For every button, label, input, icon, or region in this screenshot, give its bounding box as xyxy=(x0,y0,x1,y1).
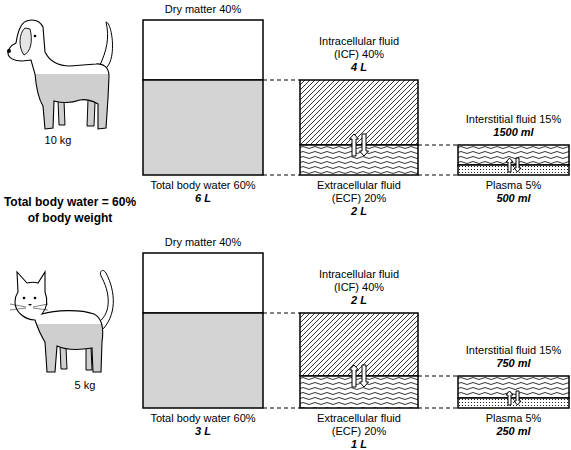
band-caption: Extracellular fluid (ECF) 20%2 L xyxy=(309,179,409,218)
dog-illustration xyxy=(7,20,113,129)
body-water-band: Total body water 60%6 L xyxy=(143,80,263,175)
band-fill xyxy=(300,313,418,376)
compartment-label: Interstitial fluid 15% xyxy=(458,113,570,126)
band-outline xyxy=(458,145,569,165)
body-water-band: Total body water 60%3 L xyxy=(143,313,263,408)
band-fill xyxy=(143,313,263,408)
volume-value: 4 L xyxy=(309,61,409,74)
compartment-label: Extracellular fluid (ECF) 20% xyxy=(309,412,409,438)
compartment-label: Dry matter 40% xyxy=(123,3,283,16)
dashed-guide xyxy=(418,145,458,146)
volume-value: 1 L xyxy=(309,438,409,450)
dashed-guide xyxy=(263,313,300,314)
plasma-band: Plasma 5%250 ml xyxy=(458,398,569,408)
band-outline xyxy=(458,165,569,175)
volume-value: 750 ml xyxy=(458,357,570,370)
band-outline xyxy=(458,376,569,398)
body-water-rule: Total body water = 60% of body weight xyxy=(2,194,138,226)
band-outline xyxy=(300,313,418,376)
compartment-label: Total body water 60% xyxy=(123,412,283,425)
band-outline xyxy=(143,20,263,80)
band-caption: Total body water 60%6 L xyxy=(123,179,283,205)
interstitial-band: Interstitial fluid 15%750 ml xyxy=(458,376,569,398)
volume-value: 250 ml xyxy=(458,425,570,438)
band-outline xyxy=(300,376,418,408)
intracellular-band: Intracellular fluid (ICF) 40%4 L xyxy=(300,80,418,145)
band-outline xyxy=(300,145,418,175)
compartment-label: Intracellular fluid (ICF) 40% xyxy=(309,268,409,294)
band-fill xyxy=(143,253,263,313)
intracellular-band: Intracellular fluid (ICF) 40%2 L xyxy=(300,313,418,376)
compartment-label: Total body water 60% xyxy=(123,179,283,192)
band-caption: Dry matter 40% xyxy=(123,236,283,249)
interstitial-band: Interstitial fluid 15%1500 ml xyxy=(458,145,569,165)
band-caption: Plasma 5%500 ml xyxy=(458,179,570,205)
band-caption: Dry matter 40% xyxy=(123,3,283,16)
extracellular-band: Extracellular fluid (ECF) 20%1 L xyxy=(300,376,418,408)
band-caption: Intracellular fluid (ICF) 40%4 L xyxy=(309,35,409,74)
dashed-guide xyxy=(418,175,458,176)
cat-illustration xyxy=(10,270,113,372)
volume-value: 1500 ml xyxy=(458,126,570,139)
band-caption: Plasma 5%250 ml xyxy=(458,412,570,438)
compartment-label: Extracellular fluid (ECF) 20% xyxy=(309,179,409,205)
band-fill xyxy=(458,376,569,398)
band-fill xyxy=(300,80,418,145)
band-outline xyxy=(143,253,263,313)
extracellular-band: Extracellular fluid (ECF) 20%2 L xyxy=(300,145,418,175)
dry-matter-band: Dry matter 40% xyxy=(143,253,263,313)
band-caption: Interstitial fluid 15%1500 ml xyxy=(458,113,570,139)
band-caption: Extracellular fluid (ECF) 20%1 L xyxy=(309,412,409,450)
dashed-guide xyxy=(263,80,300,81)
dashed-guide xyxy=(263,175,300,176)
volume-value: 2 L xyxy=(309,205,409,218)
compartment-label: Plasma 5% xyxy=(458,412,570,425)
band-fill xyxy=(143,20,263,80)
exchange-arrow xyxy=(506,391,521,405)
band-fill xyxy=(300,376,418,408)
band-fill xyxy=(458,165,569,175)
exchange-arrow xyxy=(350,365,369,387)
dashed-guide xyxy=(418,408,458,409)
band-outline xyxy=(300,80,418,145)
exchange-arrow xyxy=(506,158,521,172)
band-caption: Interstitial fluid 15%750 ml xyxy=(458,344,570,370)
exchange-arrow xyxy=(350,134,369,156)
band-fill xyxy=(458,145,569,165)
volume-value: 3 L xyxy=(123,425,283,438)
compartment-label: Interstitial fluid 15% xyxy=(458,344,570,357)
weight-label: 10 kg xyxy=(33,134,83,147)
dry-matter-band: Dry matter 40% xyxy=(143,20,263,80)
band-outline xyxy=(143,313,263,408)
band-fill xyxy=(143,80,263,175)
band-outline xyxy=(458,398,569,408)
band-caption: Intracellular fluid (ICF) 40%2 L xyxy=(309,268,409,307)
weight-label: 5 kg xyxy=(60,379,110,392)
volume-value: 500 ml xyxy=(458,192,570,205)
dashed-guide xyxy=(263,408,300,409)
compartment-label: Plasma 5% xyxy=(458,179,570,192)
compartment-label: Dry matter 40% xyxy=(123,236,283,249)
volume-value: 2 L xyxy=(309,294,409,307)
volume-value: 6 L xyxy=(123,192,283,205)
dashed-guide xyxy=(418,376,458,377)
compartment-label: Intracellular fluid (ICF) 40% xyxy=(309,35,409,61)
band-caption: Total body water 60%3 L xyxy=(123,412,283,438)
band-outline xyxy=(143,80,263,175)
band-fill xyxy=(300,145,418,175)
band-fill xyxy=(458,398,569,408)
plasma-band: Plasma 5%500 ml xyxy=(458,165,569,175)
